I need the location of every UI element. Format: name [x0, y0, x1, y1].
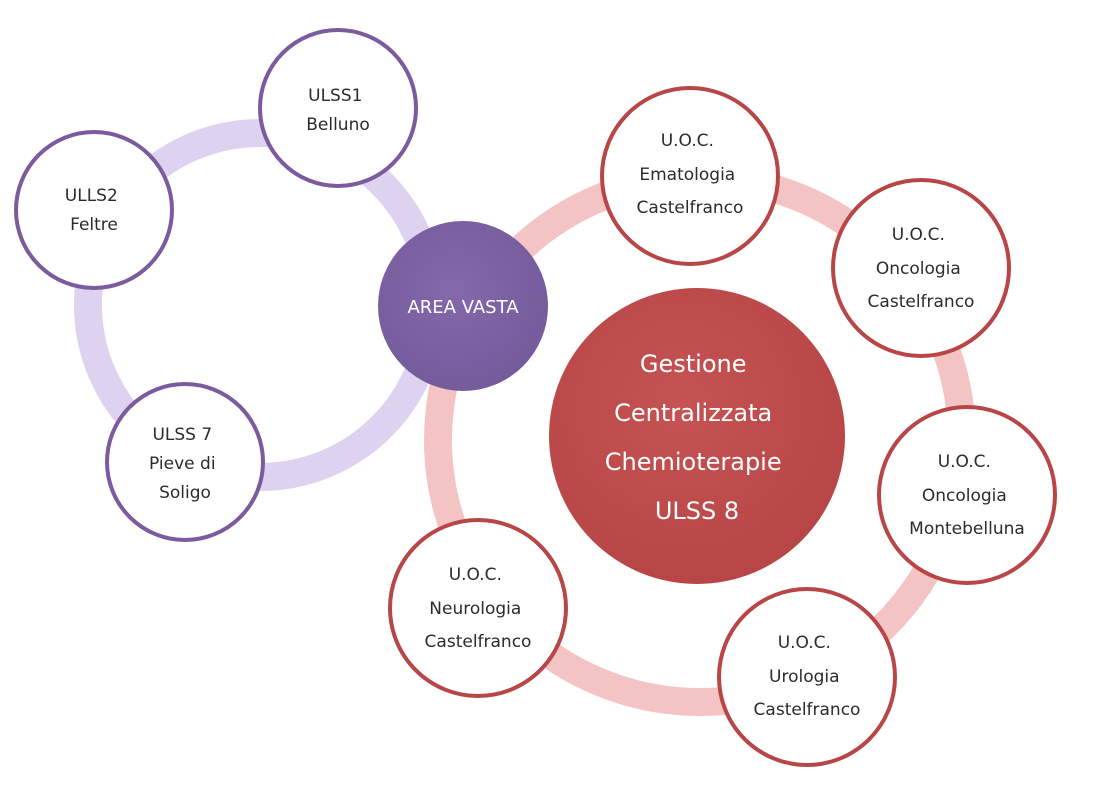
node-ulss7: ULSS 7 Pieve di Soligo	[105, 382, 265, 542]
node-uoc-urologia: U.O.C. Urologia Castelfranco	[717, 587, 897, 767]
node-ulss2-label: ULLS2 Feltre	[65, 186, 123, 235]
node-uoc-oncologia-castelfranco-label: U.O.C. Oncologia Castelfranco	[868, 225, 975, 312]
hub-area-vasta: AREA VASTA	[378, 221, 548, 391]
center-label: Gestione Centralizzata Chemioterapie ULS…	[605, 350, 790, 525]
node-ulss1: ULSS1 Belluno	[258, 28, 418, 188]
node-uoc-urologia-label: U.O.C. Urologia Castelfranco	[754, 633, 861, 720]
node-uoc-oncologia-montebelluna-label: U.O.C. Oncologia Montebelluna	[909, 452, 1025, 539]
node-uoc-oncologia-castelfranco: U.O.C. Oncologia Castelfranco	[831, 178, 1011, 358]
node-uoc-oncologia-montebelluna: U.O.C. Oncologia Montebelluna	[877, 405, 1057, 585]
node-uoc-neurologia: U.O.C. Neurologia Castelfranco	[388, 518, 568, 698]
node-uoc-ematologia: U.O.C. Ematologia Castelfranco	[600, 86, 780, 266]
center-node: Gestione Centralizzata Chemioterapie ULS…	[549, 288, 845, 584]
node-ulss7-label: ULSS 7 Pieve di Soligo	[149, 425, 221, 503]
hub-label: AREA VASTA	[407, 297, 519, 318]
node-uoc-ematologia-label: U.O.C. Ematologia Castelfranco	[637, 131, 744, 218]
node-ulss2: ULLS2 Feltre	[14, 130, 174, 290]
node-ulss1-label: ULSS1 Belluno	[306, 86, 370, 135]
node-uoc-neurologia-label: U.O.C. Neurologia Castelfranco	[425, 565, 532, 652]
